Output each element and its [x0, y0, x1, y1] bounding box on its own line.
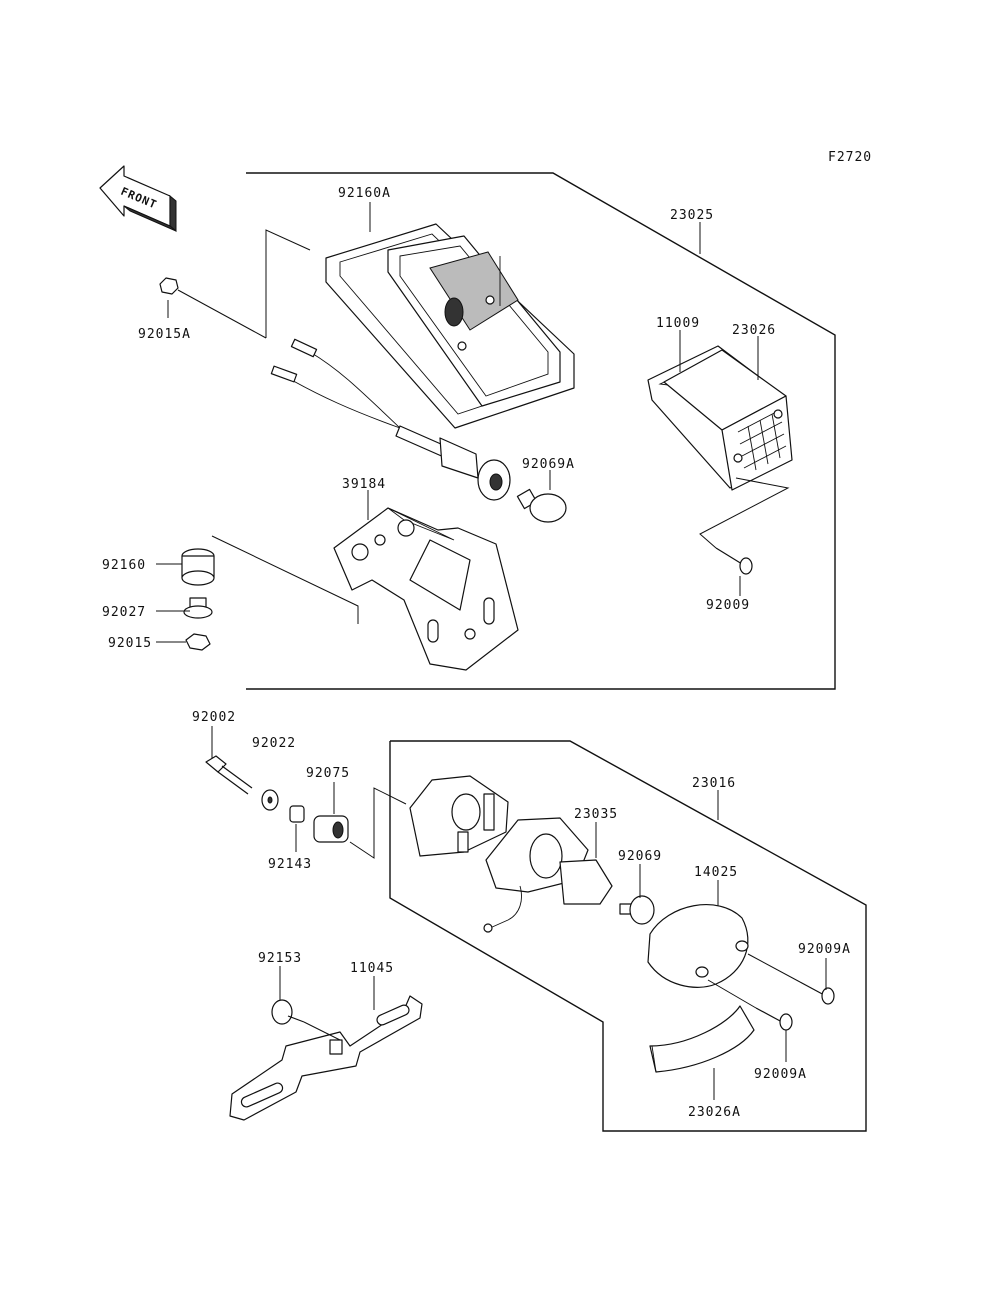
screw-92009a-upper: [799, 981, 835, 1005]
label-92160a: 92160A: [338, 186, 391, 201]
label-23016: 23016: [692, 776, 736, 791]
collar-92027: [183, 597, 213, 619]
label-23035: 23035: [574, 807, 618, 822]
washer-92022: [261, 789, 279, 811]
label-92022: 92022: [252, 736, 296, 751]
label-23025: 23025: [670, 208, 714, 223]
label-92069: 92069: [618, 849, 662, 864]
label-23026: 23026: [732, 323, 776, 338]
nut-92015: [185, 633, 211, 651]
license-light-lens: [649, 1005, 755, 1073]
damper-92160: [181, 548, 215, 586]
screw-92009a-lower: [755, 1007, 793, 1031]
upper-group-frame: [246, 172, 836, 690]
lens-grid: [737, 409, 787, 471]
label-92153: 92153: [258, 951, 302, 966]
taillight-wiring: [270, 338, 511, 501]
license-light-bulb: [619, 895, 655, 925]
lower-group-frame: [389, 740, 867, 1132]
front-arrow-icon: FRONT: [99, 165, 177, 233]
lower-labels: 92002 92022 92075 23016 23035 92069 9214…: [192, 710, 851, 1120]
license-light-cover: [647, 904, 749, 988]
label-92069a: 92069A: [522, 457, 575, 472]
lower-leader-lines: [211, 726, 827, 1100]
taillight-lens: [647, 345, 793, 491]
bolt-92002: [205, 755, 253, 795]
license-light-socket: [483, 817, 613, 933]
figure-code: F2720: [828, 150, 872, 165]
label-92002: 92002: [192, 710, 236, 725]
taillight-bulb: [516, 488, 567, 523]
upper-leader-lines: [156, 202, 790, 643]
label-92143: 92143: [268, 857, 312, 872]
label-14025: 14025: [694, 865, 738, 880]
taillight-bracket: [333, 507, 519, 671]
damper-92075: [313, 815, 349, 843]
label-92009: 92009: [706, 598, 750, 613]
screw-92009: [715, 547, 753, 575]
label-92075: 92075: [306, 766, 350, 781]
upper-labels: 92160A 23025 92015A 11009 23026 92069A 3…: [102, 186, 776, 651]
nut-92015a: [159, 277, 179, 295]
label-92015: 92015: [108, 636, 152, 651]
label-11045: 11045: [350, 961, 394, 976]
label-92009a-upper: 92009A: [798, 942, 851, 957]
screw-92153: [271, 999, 305, 1025]
label-92009a-lower: 92009A: [754, 1067, 807, 1082]
label-92027: 92027: [102, 605, 146, 620]
license-light-base: [409, 775, 509, 857]
license-plate-bracket: [229, 995, 423, 1121]
collar-92143: [289, 805, 305, 823]
label-92015a: 92015A: [138, 327, 191, 342]
label-39184: 39184: [342, 477, 386, 492]
label-92160: 92160: [102, 558, 146, 573]
taillight-base-gasket: [325, 223, 575, 429]
label-23026a: 23026A: [688, 1105, 741, 1120]
label-11009: 11009: [656, 316, 700, 331]
